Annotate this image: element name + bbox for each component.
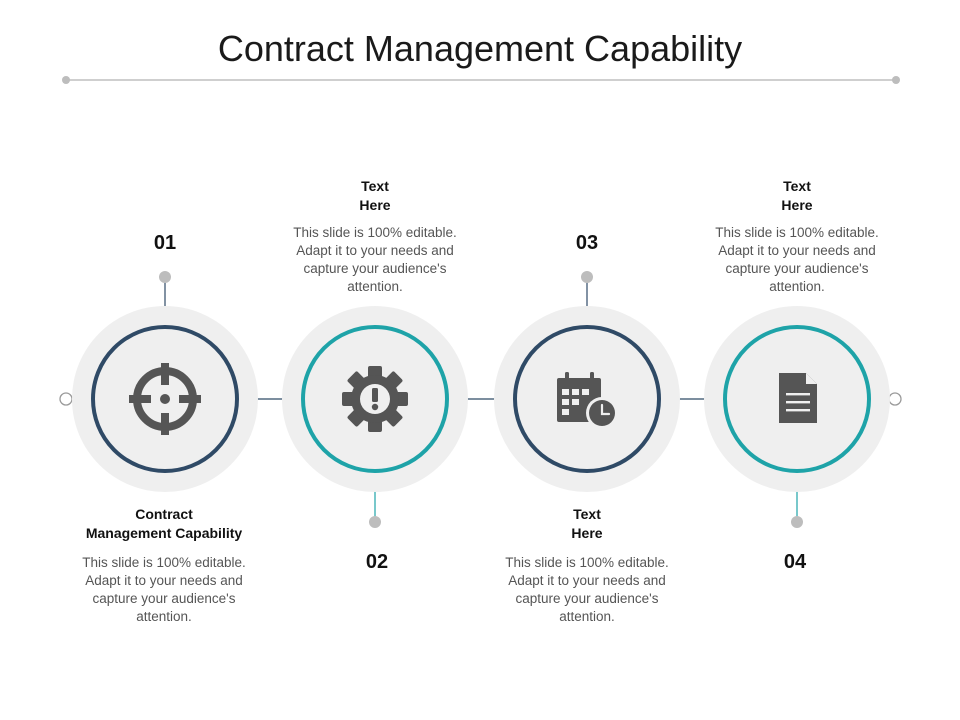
step-heading-03-line2: Here <box>571 525 603 541</box>
document-icon <box>779 373 817 423</box>
connector-dot-02 <box>369 516 381 528</box>
step-heading-02-line2: Here <box>359 197 391 213</box>
connector-dot-01 <box>159 271 171 283</box>
underline-dot-right <box>892 76 900 84</box>
step-number-01: 01 <box>153 232 177 254</box>
step-body-02: This slide is 100% editable. Adapt it to… <box>293 225 457 294</box>
step-heading-03-line1: Text <box>573 506 601 522</box>
step-number-03: 03 <box>575 232 599 254</box>
connector-dot-03 <box>581 271 593 283</box>
timeline-end-left <box>59 392 73 406</box>
step-heading-02-line1: Text <box>361 178 389 194</box>
step-heading-03: Text Here <box>477 505 697 543</box>
step-heading-01-line2: Management Capability <box>85 525 243 541</box>
step-number-04: 04 <box>783 551 807 573</box>
step-heading-04: Text Here <box>687 177 907 215</box>
step-body-01: This slide is 100% editable. Adapt it to… <box>82 555 246 624</box>
connector-dot-04 <box>791 516 803 528</box>
step-heading-04-line1: Text <box>783 178 811 194</box>
step-heading-01-line1: Contract <box>135 506 193 522</box>
underline-dot-left <box>62 76 70 84</box>
calendar-clock-icon <box>557 372 618 429</box>
step-number-02: 02 <box>365 551 389 573</box>
page-title: Contract Management Capability <box>217 28 743 69</box>
title-underline <box>66 79 896 81</box>
step-body-03: This slide is 100% editable. Adapt it to… <box>505 555 669 624</box>
step-heading-01: Contract Management Capability <box>54 505 274 543</box>
step-heading-02: Text Here <box>265 177 485 215</box>
timeline-end-right <box>888 392 902 406</box>
step-body-04: This slide is 100% editable. Adapt it to… <box>715 225 879 294</box>
gear-alert-icon <box>342 366 408 432</box>
step-heading-04-line2: Here <box>781 197 813 213</box>
crosshair-icon <box>129 363 201 435</box>
